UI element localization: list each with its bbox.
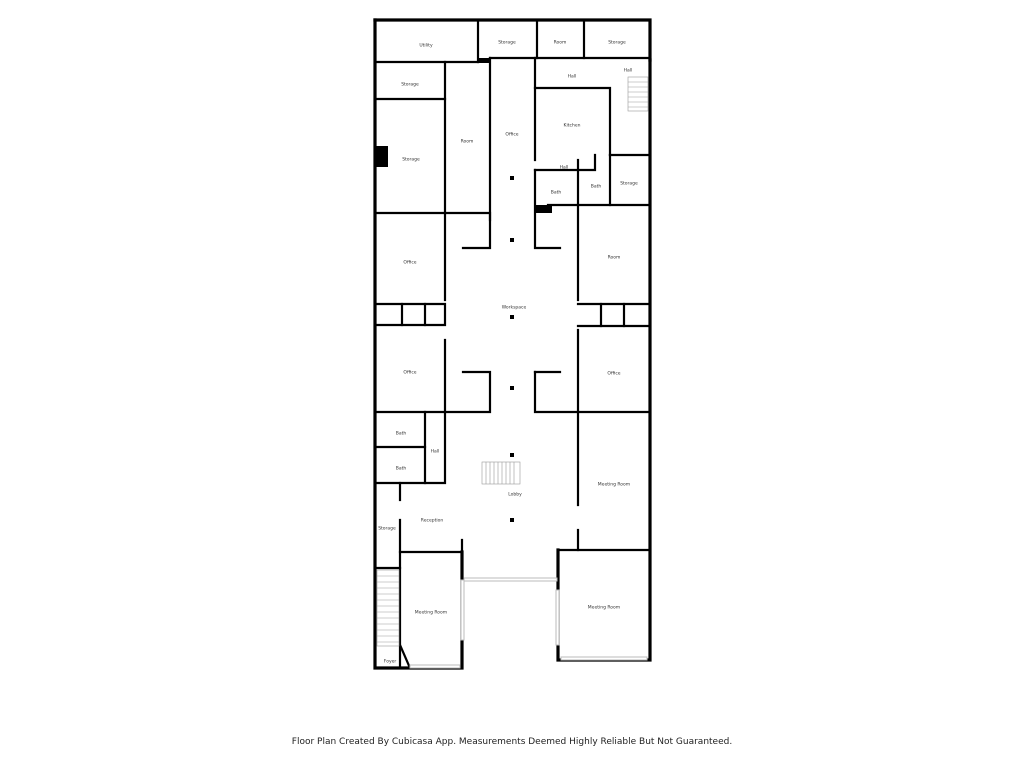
room-kitchen: Kitchen xyxy=(564,123,581,129)
interior-walls xyxy=(373,18,652,670)
room-hall-bath: Hall xyxy=(431,449,440,455)
room-lobby: Lobby xyxy=(508,492,522,498)
room-labels: Utility Storage Room Storage Hall Hall S… xyxy=(378,40,638,665)
room-office-left1: Office xyxy=(403,260,416,266)
room-utility: Utility xyxy=(419,43,433,49)
room-office-right: Office xyxy=(607,371,620,377)
room-hall-mid: Hall xyxy=(560,165,569,171)
room-room-top: Room xyxy=(554,40,567,46)
room-meeting-room-right1: Meeting Room xyxy=(598,482,630,488)
outer-walls xyxy=(373,18,652,670)
room-room-left: Room xyxy=(461,139,474,145)
room-bath3: Bath xyxy=(396,431,407,437)
room-foyer: Foyer xyxy=(384,659,397,665)
room-room-right: Room xyxy=(608,255,621,261)
footer-disclaimer: Floor Plan Created By Cubicasa App. Meas… xyxy=(291,737,733,747)
stairs xyxy=(376,76,649,647)
room-storage-top2: Storage xyxy=(608,40,626,46)
room-storage-right: Storage xyxy=(620,181,638,187)
room-storage-bottom: Storage xyxy=(378,526,396,532)
room-hall-stairs: Hall xyxy=(624,68,633,74)
room-bath2: Bath xyxy=(591,184,602,190)
room-bath1: Bath xyxy=(551,190,562,196)
room-office-left2: Office xyxy=(403,370,416,376)
room-storage-top1: Storage xyxy=(498,40,516,46)
room-meeting-room-right2: Meeting Room xyxy=(588,605,620,611)
windows xyxy=(409,577,648,669)
room-reception: Reception xyxy=(421,518,444,524)
room-bath4: Bath xyxy=(396,466,407,472)
room-office-corridor: Office xyxy=(505,132,518,138)
room-workspace: Workspace xyxy=(502,305,527,311)
room-hall-top: Hall xyxy=(568,74,577,80)
room-storage-left-small: Storage xyxy=(401,82,419,88)
columns xyxy=(375,58,552,522)
room-storage-left-big: Storage xyxy=(402,157,420,163)
room-meeting-room-left: Meeting Room xyxy=(415,610,447,616)
